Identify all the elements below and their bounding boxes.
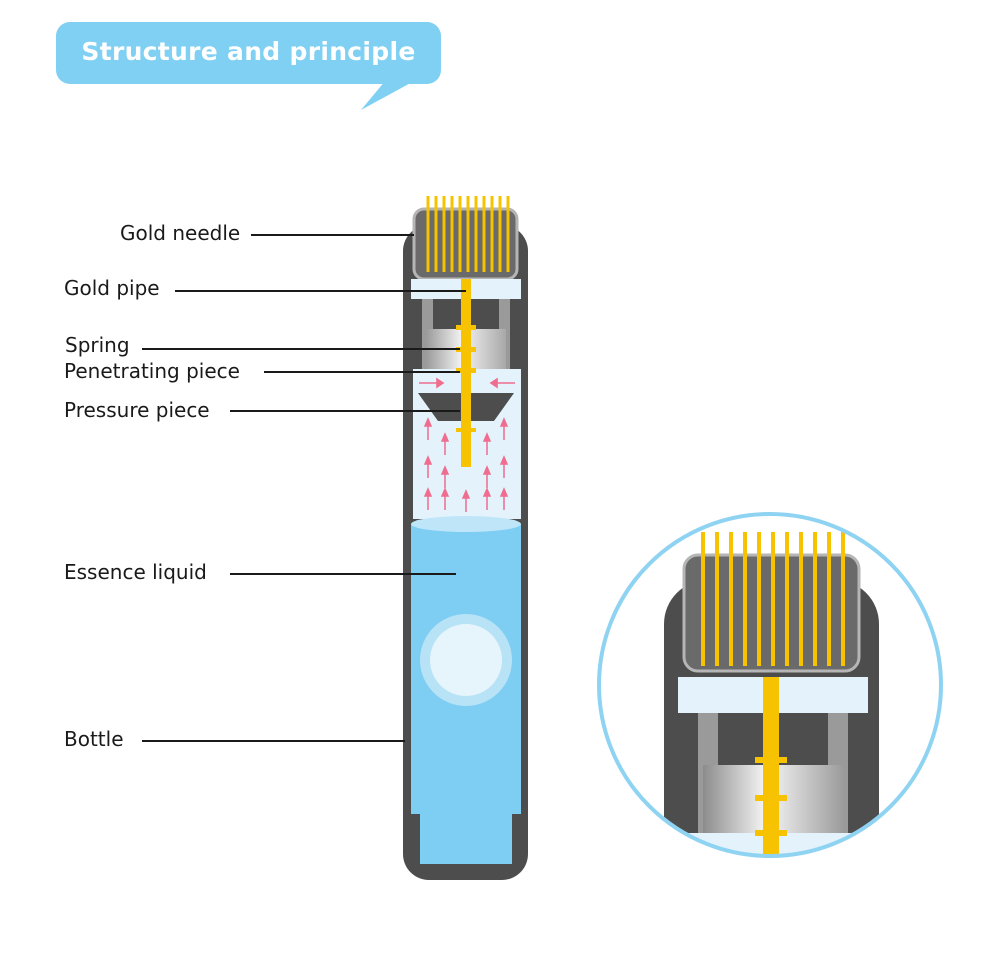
leader-pressure-piece bbox=[230, 410, 460, 412]
leader-essence-liquid bbox=[230, 573, 456, 575]
leader-gold-needle bbox=[251, 234, 414, 236]
label-bottle: Bottle bbox=[64, 727, 124, 751]
gold-needles bbox=[426, 196, 510, 272]
label-pressure-piece: Pressure piece bbox=[64, 398, 210, 422]
leader-spring bbox=[142, 348, 460, 350]
label-spring: Spring bbox=[65, 333, 130, 357]
magnifier-ring bbox=[597, 512, 943, 858]
leader-bottle bbox=[142, 740, 405, 742]
label-gold-needle: Gold needle bbox=[120, 221, 241, 245]
leader-gold-pipe bbox=[175, 290, 466, 292]
label-gold-pipe: Gold pipe bbox=[64, 276, 160, 300]
leader-penetrating-piece bbox=[264, 371, 460, 373]
label-penetrating-piece: Penetrating piece bbox=[64, 359, 240, 383]
squeeze-arrows bbox=[419, 377, 515, 389]
label-essence-liquid: Essence liquid bbox=[64, 560, 207, 584]
page-title: Structure and principle bbox=[81, 37, 416, 66]
pressure-arrows bbox=[423, 417, 509, 512]
title-bubble bbox=[56, 22, 441, 110]
